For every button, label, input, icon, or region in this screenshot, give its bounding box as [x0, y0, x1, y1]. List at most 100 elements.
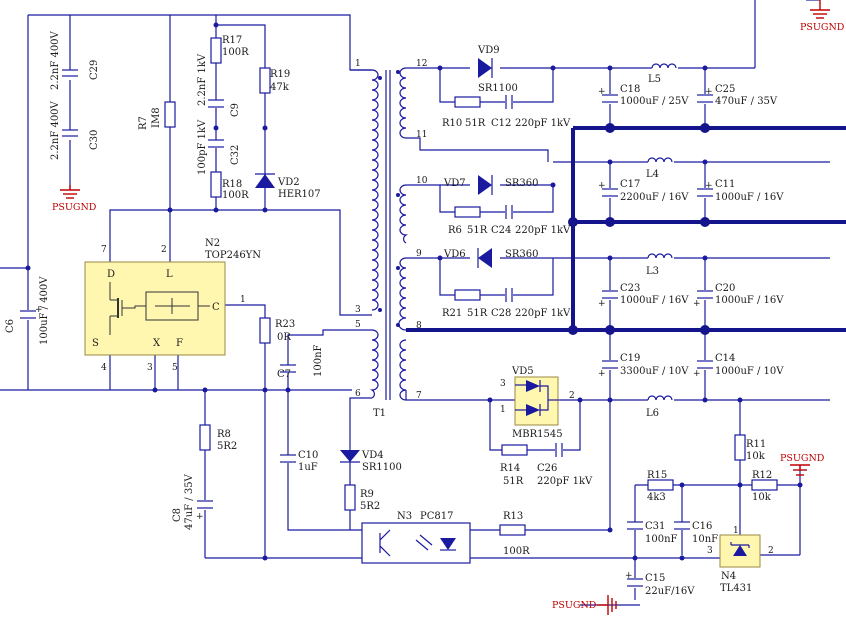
resistor-r17	[210, 37, 222, 64]
t1-pin9: 9	[416, 249, 422, 259]
c29-ref: C29	[89, 60, 100, 80]
c30-ref: C30	[89, 130, 100, 150]
capacitor-c15: +	[625, 571, 643, 588]
r12-ref: R12	[752, 470, 772, 481]
resistor-r19	[259, 67, 271, 94]
vd9-value: SR1100	[478, 83, 518, 94]
capacitor-c6: +	[20, 305, 43, 320]
capacitor-c14: +	[693, 360, 713, 379]
r12-value: 10k	[752, 492, 772, 503]
c20-value: 1000uF / 16V	[715, 295, 784, 306]
resistor-r9	[344, 484, 356, 511]
vd4-ref: VD4	[361, 450, 384, 461]
t1-pin7: 7	[416, 391, 422, 401]
resistor-r11	[734, 434, 746, 461]
c9-ref: C9	[230, 103, 241, 117]
r9-value: 5R2	[360, 501, 380, 512]
resistor-r15	[647, 479, 674, 491]
svg-text:+: +	[598, 181, 606, 191]
capacitor-c11: +	[697, 181, 713, 198]
r17-ref: R17	[222, 35, 242, 46]
c25-value: 470uF / 35V	[715, 96, 778, 107]
r13-ref: R13	[503, 511, 523, 522]
r23-value: 0R	[277, 332, 291, 343]
c31-value: 100nF	[645, 534, 678, 545]
r18-ref: R18	[222, 179, 242, 190]
resistor-r10	[454, 96, 481, 108]
n2-ref: N2	[205, 238, 220, 249]
c10-ref: C10	[298, 450, 318, 461]
n2-pin2: 2	[161, 245, 167, 255]
n2-internal	[109, 282, 210, 335]
r13-value: 100R	[503, 546, 530, 557]
ground-top-right-symbol	[810, 0, 830, 19]
vd7-ref: VD7	[443, 178, 466, 189]
r15-ref: R15	[647, 470, 667, 481]
l6-ref: L6	[646, 408, 659, 419]
resistor-r7	[164, 101, 176, 128]
vd6-ref: VD6	[443, 249, 466, 260]
n2-pin5: 5	[172, 363, 178, 373]
c32-value: 100pF 1kV	[197, 119, 208, 175]
n4-ref: N4	[721, 571, 736, 582]
c9-value: 2.2nF 1kV	[197, 53, 208, 106]
r10-ref: R10	[442, 118, 462, 129]
c14-ref: C14	[715, 353, 735, 364]
inductor-l6	[647, 392, 674, 404]
r23-ref: R23	[275, 319, 295, 330]
svg-text:+: +	[693, 299, 701, 309]
c8-value: 47uF / 35V	[184, 473, 195, 530]
vd5-pin2: 2	[569, 391, 575, 401]
r19-value: 47k	[270, 82, 290, 93]
capacitor-c19: +	[598, 360, 618, 379]
ground-left-symbol	[60, 185, 80, 199]
r21-ref: R21	[442, 308, 462, 319]
resistor-r14	[501, 444, 528, 456]
n2-label-c: C	[212, 302, 220, 313]
c15-value: 22uF/16V	[645, 586, 695, 597]
t1-pin10: 10	[416, 176, 428, 186]
n3-ref: N3	[397, 511, 412, 522]
n3-part: PC817	[420, 511, 453, 522]
r8-value: 5R2	[217, 441, 237, 452]
c17-ref: C17	[620, 179, 640, 190]
t1-pin1: 1	[355, 59, 361, 69]
c18-ref: C18	[620, 84, 640, 95]
c28-value: 220pF 1kV	[515, 308, 571, 319]
svg-text:+: +	[196, 512, 204, 522]
c11-ref: C11	[715, 179, 735, 190]
r14-ref: R14	[500, 463, 520, 474]
c23-value: 1000uF / 16V	[620, 295, 689, 306]
r7-ref: R7	[138, 116, 149, 130]
resistor-r18	[210, 171, 222, 198]
n3-internal	[379, 529, 456, 557]
junctions	[25, 22, 803, 561]
vd5-pin1: 1	[500, 405, 506, 415]
r11-ref: R11	[746, 439, 766, 450]
vd2-ref: VD2	[277, 177, 300, 188]
t1-ref: T1	[373, 408, 386, 419]
diode-vd9	[478, 58, 493, 78]
c26-value: 220pF 1kV	[537, 476, 593, 487]
resistor-r23	[259, 317, 271, 344]
resistor-r13	[499, 524, 526, 536]
c17-value: 2200uF / 16V	[620, 192, 689, 203]
inductor-l3	[647, 250, 674, 262]
vd7-value: SR360	[505, 178, 538, 189]
c20-ref: C20	[715, 283, 735, 294]
diode-vd4	[340, 450, 360, 463]
svg-text:+: +	[598, 87, 606, 97]
r19-ref: R19	[270, 69, 290, 80]
capacitor-c16	[674, 521, 690, 530]
vd5-ref: VD5	[511, 366, 534, 377]
r10-value: 51R	[465, 118, 486, 129]
t1-pin6: 6	[355, 389, 361, 399]
vd6-value: SR360	[505, 249, 538, 260]
capacitor-c26	[555, 443, 563, 457]
vd5-pin3: 3	[500, 379, 506, 389]
c26-ref: C26	[537, 463, 557, 474]
c32-ref: C32	[230, 145, 241, 165]
capacitor-c30	[62, 129, 78, 140]
r9-ref: R9	[360, 489, 374, 500]
